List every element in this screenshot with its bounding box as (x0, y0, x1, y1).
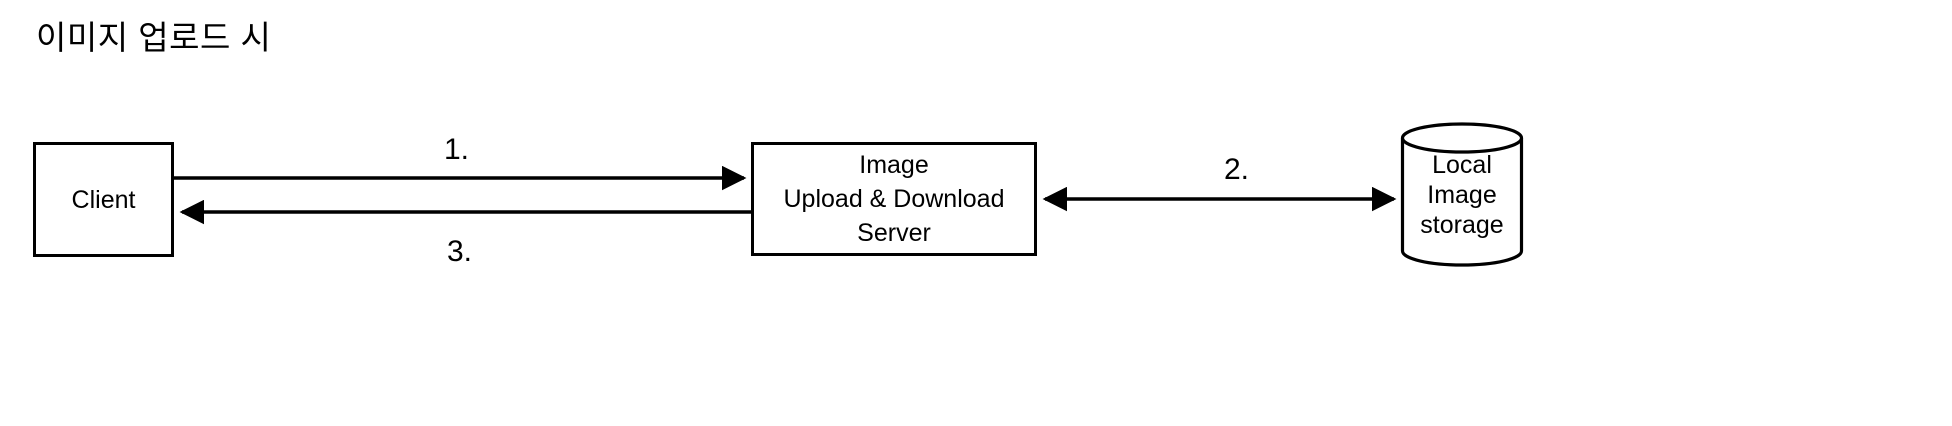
cylinder-shape (1400, 122, 1524, 267)
page-title: 이미지 업로드 시 (36, 19, 272, 56)
node-image-upload-download-server[interactable]: Image Upload & Download Server (751, 142, 1037, 256)
node-storage-label: Local Image storage (1420, 151, 1504, 239)
node-client[interactable]: Client (33, 142, 174, 257)
node-server-label: Image Upload & Download Server (783, 151, 1005, 247)
edge-label-1: 1. (444, 133, 470, 166)
node-local-image-storage[interactable]: Local Image storage (1400, 122, 1524, 267)
edge-label-3: 3. (447, 235, 473, 268)
node-client-label: Client (71, 185, 136, 214)
edge-label-2: 2. (1224, 153, 1250, 186)
